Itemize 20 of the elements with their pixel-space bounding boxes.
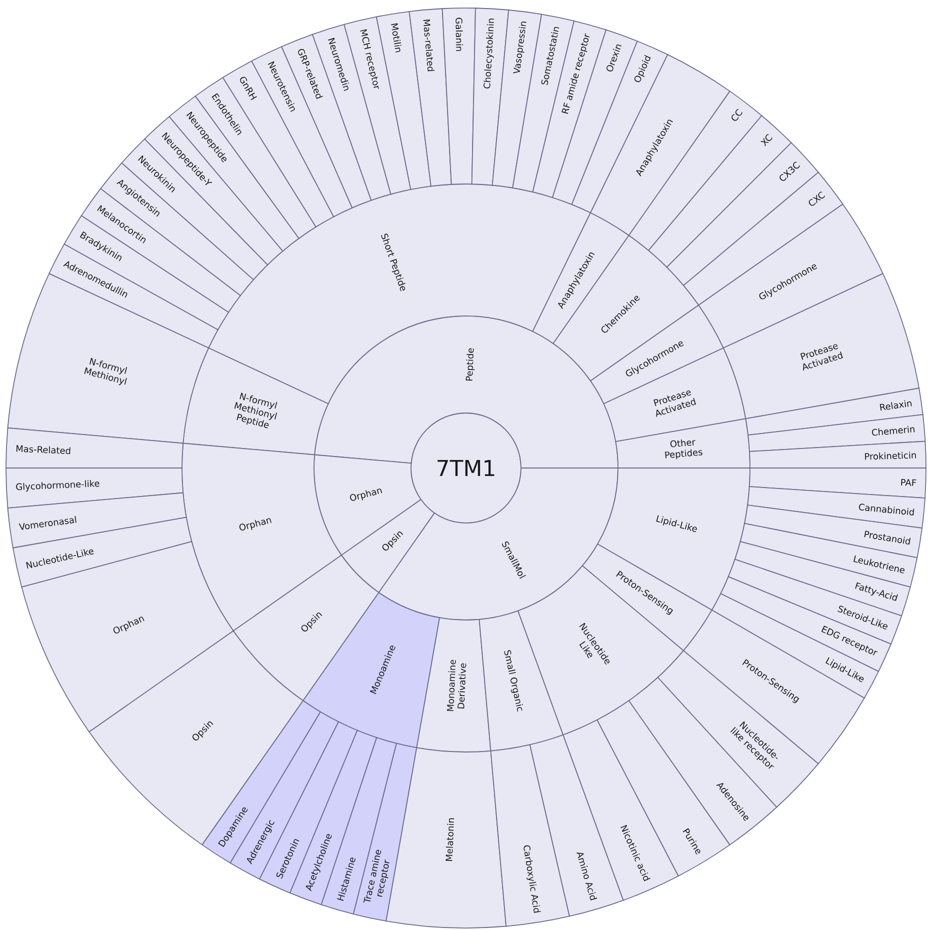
sector: Cholecystokinin [471,8,510,186]
sector: Vomeronasal [7,492,187,548]
sector: Galanin [442,8,476,185]
sector: Other Peptides [615,418,750,468]
sector: Small Organic [478,610,564,752]
node-label: Prokineticin [864,452,916,460]
node-label: Chemerin [872,426,915,436]
sector: Chemerin [748,414,926,452]
sector: Prokineticin [749,440,926,468]
sector: PAF [748,468,926,499]
node-label: Cannabinoid [858,504,914,516]
node-label: PAF [901,478,916,486]
node-label: Relaxin [880,400,912,411]
sector: Carboxylic Acid [490,744,570,927]
sector: Cannabinoid [747,486,926,528]
sector: Mas-Related [6,427,184,468]
node-label: Melatonin [446,818,454,862]
sector: Mas-related [408,8,452,187]
sector: Glycohormone-like [6,468,184,509]
sector: Monoamine Derivative [416,617,492,752]
